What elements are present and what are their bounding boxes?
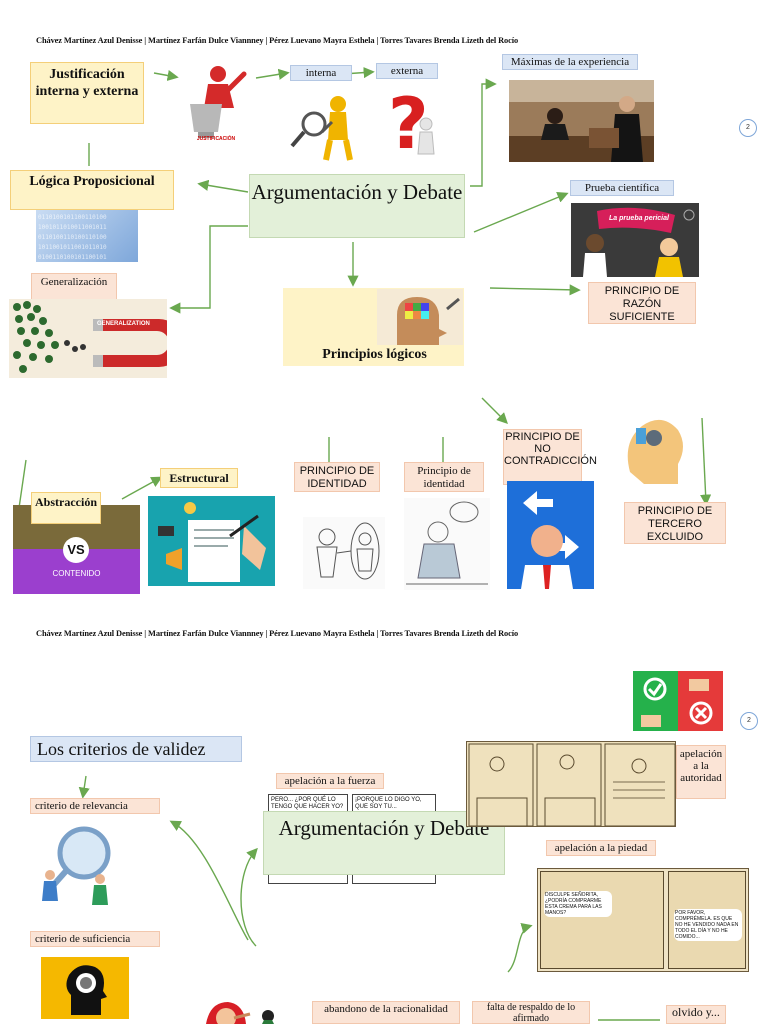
central-node-page1: Argumentación y Debate xyxy=(249,174,465,238)
suficiencia-head-image xyxy=(41,957,129,1019)
piedad-comic-text-1: DISCULPE SEÑORITA, ¿PODRÍA COMPRARME EST… xyxy=(544,891,612,917)
page-number-badge-page2: 2 xyxy=(740,712,758,730)
magnifier-person-illustration xyxy=(286,86,364,166)
no-contradiccion-image xyxy=(507,481,594,589)
relevancia-node: criterio de relevancia xyxy=(30,798,160,814)
logica-node: Lógica Proposicional xyxy=(10,170,174,210)
externa-node: externa xyxy=(376,63,438,79)
olvido-node: olvido y... xyxy=(666,1005,726,1024)
svg-text:0110100110100110100: 0110100110100110100 xyxy=(38,234,107,241)
identidad-upper-node: PRINCIPIO DE IDENTIDAD xyxy=(294,462,380,492)
interna-node: interna xyxy=(290,65,352,81)
suficiencia-node: criterio de suficiencia xyxy=(30,931,160,947)
brain-puzzle-image xyxy=(377,289,463,345)
falta-respaldo-node: falta de respaldo de lo afirmado xyxy=(472,1001,590,1024)
central-node-page2: Argumentación y Debate xyxy=(263,811,505,875)
fuerza-node: apelación a la fuerza xyxy=(276,773,384,789)
no-contradiccion-node: PRINCIPIO DE NO CONTRADICCIÓN xyxy=(503,429,597,485)
estructural-document-image xyxy=(148,496,275,586)
justificacion-caption: JUSTIFICACIÓN xyxy=(196,136,236,142)
binary-code-image: 0110100101100110100 1001011010011001011 … xyxy=(36,210,138,262)
prueba-node: Prueba científica xyxy=(570,180,674,196)
svg-text:0100110100101100101: 0100110100101100101 xyxy=(38,254,107,261)
contenido-label: CONTENIDO xyxy=(52,569,101,578)
piedad-comic-image: DISCULPE SEÑORITA, ¿PODRÍA COMPRARME EST… xyxy=(537,868,749,972)
razon-suficiente-node: PRINCIPIO DE RAZÓN SUFICIENTE xyxy=(588,282,696,324)
thinker-sketch-image xyxy=(404,498,490,590)
generalization-magnet-image: GENERALIZATION xyxy=(9,299,167,378)
question-mark-illustration: ? xyxy=(382,84,442,168)
justificacion-node: Justificación interna y externa xyxy=(30,62,144,124)
generalizacion-node: Generalización xyxy=(31,273,117,303)
svg-text:1001011010011001011: 1001011010011001011 xyxy=(38,224,107,231)
autoridad-node: apelación a la autoridad xyxy=(676,745,726,799)
authors-line: Chávez Martínez Azul Denisse | Martínez … xyxy=(36,36,519,45)
abstraccion-node: Abstracción xyxy=(31,492,101,524)
piedad-node: apelación a la piedad xyxy=(546,840,656,856)
autoridad-comic-image xyxy=(466,741,676,827)
generalization-banner-label: GENERALIZATION xyxy=(97,321,150,327)
svg-text:1011001011001011010: 1011001011001011010 xyxy=(38,244,107,251)
mirror-sketch-image xyxy=(303,517,385,589)
principios-node: Principios lógicos xyxy=(283,288,464,366)
tercero-excluido-image xyxy=(620,412,690,488)
identidad-lower-node: Principio de identidad xyxy=(404,462,484,492)
justificacion-illustration: JUSTIFICACIÓN xyxy=(178,62,250,146)
criterios-node: Los criterios de validez xyxy=(30,736,242,762)
thumbs-up-down-image xyxy=(633,671,723,731)
maximas-node: Máximas de la experiencia xyxy=(502,54,638,70)
page-number-badge: 2 xyxy=(739,119,757,137)
courtroom-photo xyxy=(509,80,654,162)
tercero-excluido-node: PRINCIPIO DE TERCERO EXCLUIDO xyxy=(624,502,726,544)
svg-text:0110100101100110100: 0110100101100110100 xyxy=(38,214,107,221)
estructural-node: Estructural xyxy=(160,468,238,488)
prueba-pericial-caption: La prueba pericial xyxy=(609,215,669,222)
vs-badge: VS xyxy=(63,537,89,563)
piedad-comic-text-2: POR FAVOR, COMPRÉMELA. ES QUE NO HE VEND… xyxy=(674,909,742,941)
prueba-pericial-illustration: La prueba pericial xyxy=(571,203,699,277)
relevancia-magnifier-image xyxy=(38,819,122,907)
authors-line-page2: Chávez Martínez Azul Denisse | Martínez … xyxy=(36,629,519,638)
abandono-node: abandono de la racionalidad xyxy=(312,1001,460,1024)
pinocchio-image xyxy=(196,1000,296,1024)
principios-label: Principios lógicos xyxy=(322,347,427,362)
